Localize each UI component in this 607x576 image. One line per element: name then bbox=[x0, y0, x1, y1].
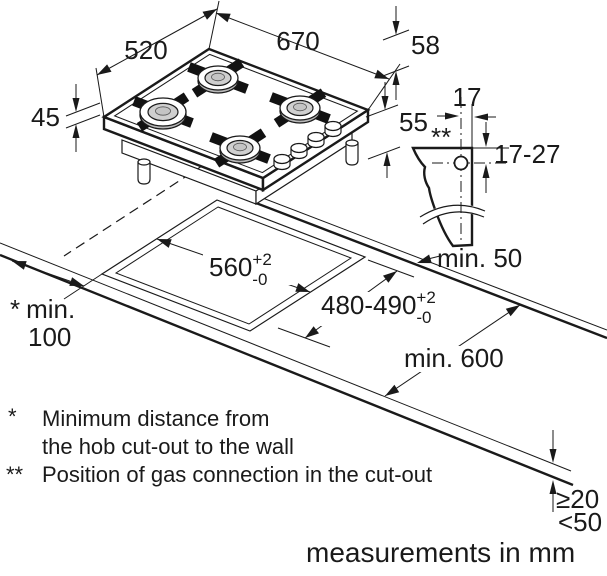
side-clearance-label-line2: 100 bbox=[28, 322, 71, 352]
gas-range-label: 17-27 bbox=[494, 139, 561, 169]
cutout-depth-label: 480-490+2-0 bbox=[321, 288, 436, 327]
hob-height-below-label: 55 bbox=[399, 107, 428, 137]
footnote-star: * Minimum distance from the hob cut-out … bbox=[8, 404, 294, 459]
dim-560: 560+2-0 bbox=[156, 238, 311, 293]
thickness-max-label: <50 bbox=[558, 507, 602, 537]
hob-width-label: 670 bbox=[276, 26, 319, 56]
dim-worktop-thickness: ≥20 <50 bbox=[549, 430, 602, 537]
gas-connection-detail: 17 17-27 ** bbox=[411, 82, 561, 248]
dim-min-100: *min. 100 bbox=[10, 260, 103, 352]
burner-front bbox=[209, 128, 271, 168]
dim-17: 17 bbox=[437, 82, 496, 121]
control-knob bbox=[307, 131, 325, 149]
dim-520: 520 bbox=[95, 0, 220, 118]
hob-foot bbox=[345, 139, 359, 166]
control-knob bbox=[290, 142, 308, 160]
gas-hole bbox=[453, 155, 469, 171]
control-knob bbox=[324, 120, 342, 138]
projection-dashed-line bbox=[63, 163, 206, 257]
side-clearance-label-line1: *min. bbox=[10, 294, 75, 324]
gas-offset-label: 17 bbox=[453, 82, 482, 112]
cutout-corner-piece bbox=[411, 146, 474, 248]
footnote-star-line2: the hob cut-out to the wall bbox=[42, 434, 294, 459]
footnote-double-star: ** Position of gas connection in the cut… bbox=[6, 462, 432, 487]
burner-right bbox=[269, 88, 331, 128]
footnote-double-star-marker: ** bbox=[6, 462, 24, 487]
worktop-front-edge bbox=[0, 242, 574, 487]
dim-17-27: 17-27 bbox=[482, 122, 561, 193]
dim-min-600: min. 600 bbox=[384, 304, 521, 397]
footnote-star-marker: * bbox=[8, 404, 17, 429]
hob-glass-bevel bbox=[113, 53, 359, 174]
break-line bbox=[419, 204, 487, 225]
hob-depth-label: 520 bbox=[124, 35, 167, 65]
hob-foot bbox=[137, 158, 151, 185]
worktop-depth-label: min. 600 bbox=[404, 343, 504, 373]
dim-58: 58 bbox=[382, 6, 440, 100]
dim-55: 55 bbox=[365, 82, 428, 178]
gas-marker-label: ** bbox=[431, 122, 451, 152]
dim-45: 45 bbox=[31, 84, 101, 152]
dim-480-490: 480-490+2-0 bbox=[277, 259, 458, 348]
footnote-double-star-text: Position of gas connection in the cut-ou… bbox=[42, 462, 432, 487]
burner-rear bbox=[187, 58, 249, 98]
cutout-outline bbox=[100, 199, 367, 332]
caption-measurements: measurements in mm bbox=[306, 537, 575, 568]
hob bbox=[101, 47, 371, 206]
dim-min-50: min. 50 bbox=[417, 243, 522, 273]
hob-height-rear-label: 58 bbox=[411, 30, 440, 60]
hob-height-left-label: 45 bbox=[31, 102, 60, 132]
rear-clearance-label: min. 50 bbox=[437, 243, 522, 273]
cutout-length-label: 560+2-0 bbox=[209, 250, 272, 289]
control-knob bbox=[273, 153, 291, 171]
burner-left bbox=[132, 92, 194, 132]
footnote-star-line1: Minimum distance from bbox=[42, 406, 269, 431]
thickness-min-label: ≥20 bbox=[556, 484, 599, 514]
